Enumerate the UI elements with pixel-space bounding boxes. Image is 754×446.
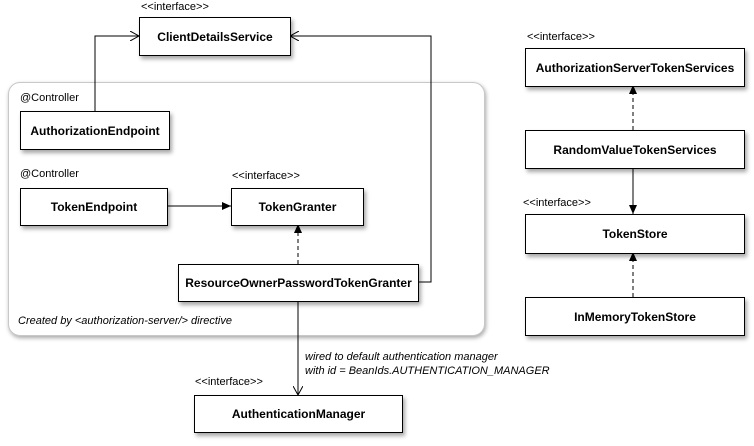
edge-ropt-granter-to-client-details bbox=[290, 36, 432, 283]
stereotype-authorization-endpoint: @Controller bbox=[20, 92, 79, 104]
node-authorization-server-token-services[interactable]: AuthorizationServerTokenServices bbox=[525, 48, 745, 87]
stereotype-authentication-manager: <<interface>> bbox=[195, 376, 263, 388]
node-token-store[interactable]: TokenStore bbox=[525, 214, 745, 254]
stereotype-token-store: <<interface>> bbox=[523, 197, 591, 209]
edge-label-wired-line1: wired to default authentication manager bbox=[305, 351, 498, 363]
node-token-granter[interactable]: TokenGranter bbox=[231, 188, 364, 226]
node-token-endpoint[interactable]: TokenEndpoint bbox=[20, 188, 168, 226]
node-random-value-token-services[interactable]: RandomValueTokenServices bbox=[525, 130, 745, 169]
node-resource-owner-password-token-granter[interactable]: ResourceOwnerPasswordTokenGranter bbox=[178, 264, 419, 302]
stereotype-token-endpoint: @Controller bbox=[20, 168, 79, 180]
node-authorization-endpoint[interactable]: AuthorizationEndpoint bbox=[20, 111, 170, 150]
node-client-details-service[interactable]: ClientDetailsService bbox=[139, 17, 291, 56]
stereotype-client-details-service: <<interface>> bbox=[141, 1, 209, 13]
node-authentication-manager[interactable]: AuthenticationManager bbox=[194, 395, 403, 433]
node-in-memory-token-store[interactable]: InMemoryTokenStore bbox=[525, 297, 745, 336]
stereotype-token-granter: <<interface>> bbox=[232, 170, 300, 182]
edge-label-wired-line2: with id = BeanIds.AUTHENTICATION_MANAGER bbox=[305, 365, 550, 377]
stereotype-as-token-services: <<interface>> bbox=[527, 31, 595, 43]
group-caption: Created by <authorization-server/> direc… bbox=[18, 315, 232, 327]
edge-authorization-endpoint-to-client-details bbox=[94, 36, 139, 111]
